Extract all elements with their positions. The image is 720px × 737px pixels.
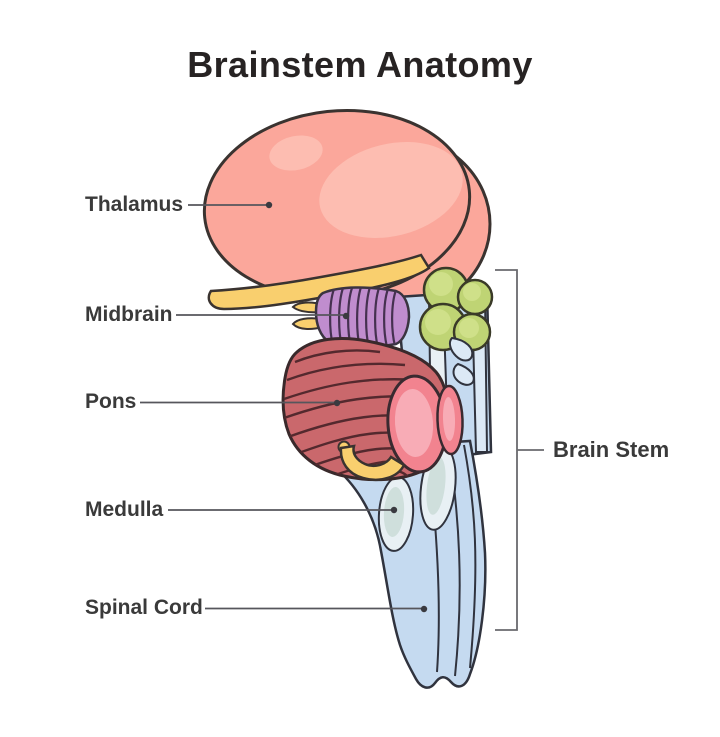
- optic-tract-band: [207, 253, 431, 330]
- label-pons: Pons: [85, 390, 137, 413]
- pons-leader-dot: [333, 399, 341, 407]
- thalamus-leader-dot: [265, 201, 273, 209]
- label-medulla: Medulla: [85, 498, 164, 521]
- pink-nuclei: [386, 374, 464, 474]
- spinal-cord-leader-dot: [420, 605, 428, 613]
- nerve-hooks: [448, 336, 475, 386]
- colliculi-shape: [418, 266, 494, 352]
- yellow-arc: [337, 440, 406, 482]
- leader-lines: [140, 201, 428, 613]
- label-brain-stem: Brain Stem: [553, 437, 670, 462]
- page-title: Brainstem Anatomy: [187, 44, 533, 85]
- brain-stem-bracket: [495, 269, 544, 631]
- label-thalamus: Thalamus: [85, 193, 184, 216]
- label-midbrain: Midbrain: [85, 303, 173, 326]
- midbrain-leader-dot: [342, 312, 350, 320]
- label-spinal-cord: Spinal Cord: [85, 596, 203, 619]
- medulla-leader-dot: [390, 506, 398, 514]
